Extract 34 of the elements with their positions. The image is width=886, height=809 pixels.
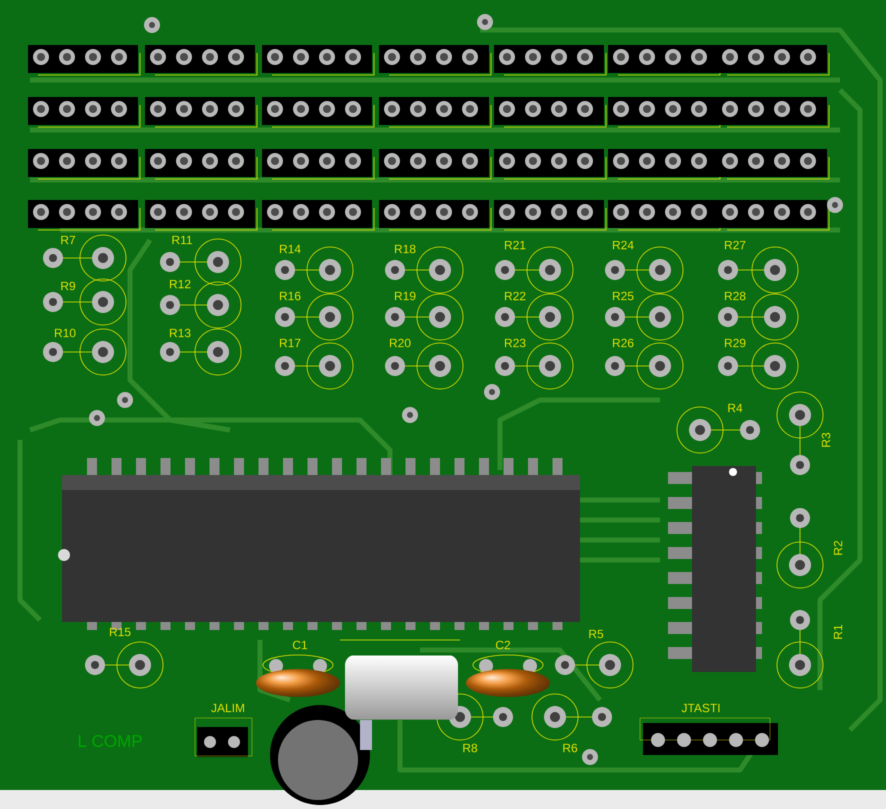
component-label: R20 xyxy=(390,338,411,348)
component-label: R22 xyxy=(505,292,526,300)
component-label: R1 xyxy=(834,624,842,639)
component-label: R6 xyxy=(563,744,578,752)
component-label: L COMP xyxy=(78,735,142,748)
component-label: R19 xyxy=(394,292,416,300)
component-label: JTASTI xyxy=(682,704,720,712)
component-label: R2 xyxy=(834,540,842,555)
component-label: R16 xyxy=(280,292,300,300)
component-label: R11 xyxy=(172,236,192,244)
component-label: R29 xyxy=(725,338,746,348)
component-label: R13 xyxy=(170,328,190,338)
component-label: R12 xyxy=(170,280,190,288)
component-label: R4 xyxy=(728,404,742,412)
component-label: R9 xyxy=(61,282,76,290)
component-label: R21 xyxy=(505,240,526,250)
component-label: R25 xyxy=(613,292,634,300)
component-label: R17 xyxy=(280,338,300,348)
component-label: C2 xyxy=(496,640,510,650)
component-label: R28 xyxy=(725,292,746,300)
component-label: R10 xyxy=(54,328,76,338)
component-label: R26 xyxy=(613,338,634,348)
component-label: R15 xyxy=(110,628,130,636)
component-label: C1 xyxy=(292,640,308,650)
component-label: R27 xyxy=(725,240,746,250)
component-label: R7 xyxy=(61,236,76,244)
component-label: JALIM xyxy=(211,704,244,712)
component-label: R8 xyxy=(463,744,478,752)
component-label: R18 xyxy=(394,244,416,254)
component-label: R14 xyxy=(280,244,301,254)
component-label: R23 xyxy=(505,338,526,348)
component-label: R3 xyxy=(822,432,830,447)
component-label: R24 xyxy=(613,240,634,250)
component-label: R5 xyxy=(589,630,604,638)
